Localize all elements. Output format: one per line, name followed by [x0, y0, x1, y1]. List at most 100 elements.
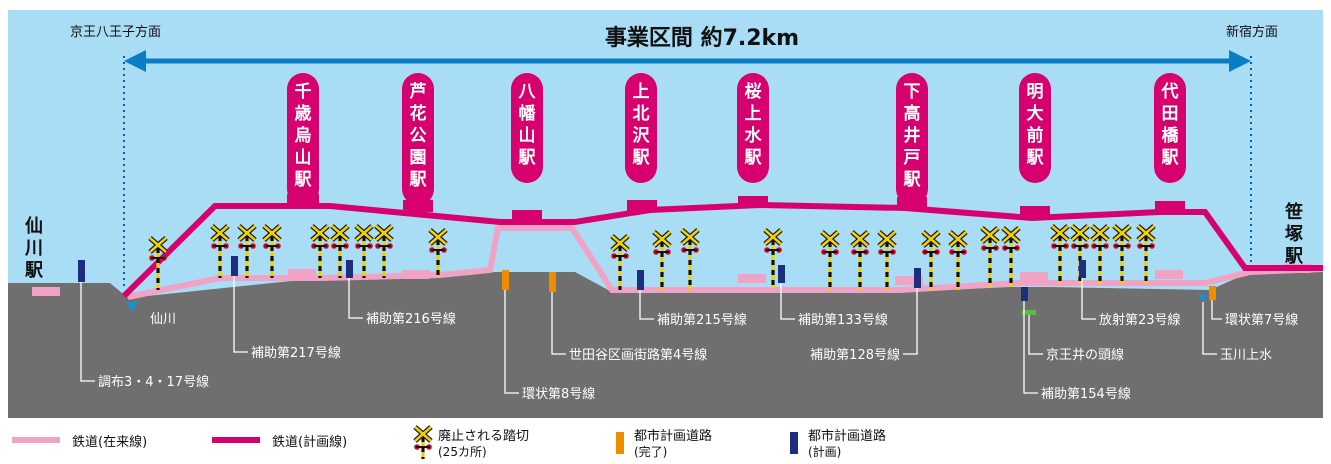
station-capsule-bg: [625, 73, 657, 183]
legend-road-done-swatch: [616, 432, 624, 454]
road-label-tamagawa: 玉川上水: [1220, 348, 1272, 363]
leader-line: [780, 283, 795, 320]
road-label-r128: 補助第128号線: [810, 347, 900, 363]
railroad-crossing-icon: [148, 236, 168, 290]
station-name-char: 歳: [295, 103, 312, 124]
station-name-char: 山: [295, 148, 312, 168]
leader-line: [639, 290, 654, 320]
station-capsule-bg: [402, 73, 434, 205]
road-labels: 仙川 補助第216号線 補助第217号線 調布3・4・17号線 世田谷区画街路第…: [98, 311, 1298, 402]
leader-line: [1081, 278, 1096, 320]
station-name-char: 幡: [519, 103, 537, 124]
station-name-char: 駅: [294, 170, 313, 190]
railroad-crossing-icon: [413, 425, 433, 459]
railroad-crossing-icon: [1090, 224, 1110, 284]
direction-left: 京王八王子方面: [70, 24, 161, 40]
railroad-crossing-icon: [1050, 224, 1070, 284]
leader-line: [1202, 302, 1217, 355]
station-name-char: 八: [519, 82, 537, 102]
station-name-char: 橋: [1162, 125, 1180, 146]
planned-platform: [512, 210, 542, 222]
legend-planned-label: 鉄道(計画線): [272, 434, 347, 450]
road-label-r215: 補助第215号線: [657, 312, 747, 328]
ground: [8, 272, 1323, 418]
railroad-crossing-icon: [948, 230, 968, 290]
railroad-crossing-icon: [428, 228, 448, 276]
planned-platform: [738, 196, 768, 208]
existing-platform: [402, 270, 430, 279]
existing-platform: [288, 269, 316, 278]
station-capsule-bg: [1154, 73, 1186, 183]
station-name-char: 沢: [633, 125, 651, 146]
station-name-char: 上: [633, 82, 650, 102]
railroad-crossing-icon: [330, 224, 350, 278]
station-name-char: 田: [1162, 104, 1179, 124]
planned-platform: [627, 200, 657, 212]
planned-platform: [1020, 206, 1050, 218]
station-name-char: 駅: [1161, 148, 1180, 168]
legend: 鉄道(在来線) 鉄道(計画線) 廃止される踏切 (25カ所) 都市計画道路 (完…: [12, 425, 886, 459]
leader-line: [903, 288, 918, 355]
direction-right: 新宿方面: [1226, 24, 1278, 40]
station-name-char: 前: [1027, 125, 1044, 146]
road-marks: [78, 256, 1216, 315]
station-capsule-bg: [737, 73, 769, 183]
station-name-char: 高: [904, 103, 921, 124]
station-name-char: 駅: [744, 148, 763, 168]
river-mark: [126, 302, 138, 312]
railroad-crossing-icon: [850, 230, 870, 290]
station-name-char: 花: [410, 103, 427, 124]
station-name-char: 上: [745, 104, 762, 124]
railroad-crossing-icon: [210, 224, 230, 278]
existing-platform: [895, 276, 923, 285]
station-capsule-bg: [896, 73, 928, 205]
page-title: 事業区間 約7.2km: [605, 25, 799, 51]
leader-line: [1028, 315, 1043, 355]
legend-road-plan-swatch: [790, 432, 798, 454]
railroad-crossing-icon: [354, 224, 374, 278]
road-plan-mark: [231, 256, 238, 276]
station-name-char: 水: [745, 125, 763, 146]
railroad-crossing-icon: [1070, 224, 1090, 284]
station-name-char: 駅: [903, 170, 922, 190]
road-plan-mark: [637, 270, 644, 290]
road-done-mark: [1209, 286, 1216, 300]
railroad-crossing-icon: [980, 226, 1000, 287]
legend-crossing-icon: [413, 425, 433, 459]
station-name-char: 井: [904, 125, 921, 146]
leader-line: [348, 278, 363, 319]
station-name-char: 公: [410, 126, 427, 146]
legend-road-done-label: 都市計画道路: [634, 428, 712, 444]
span-arrow-right-head: [1229, 50, 1251, 72]
railroad-crossing-icon: [1001, 226, 1021, 287]
road-plan-mark: [778, 265, 785, 283]
road-label-sengawa: 仙川: [150, 312, 176, 327]
road-plan-mark: [346, 260, 353, 278]
station-name-char: 大: [1027, 103, 1044, 124]
station-capsule-bg: [287, 73, 319, 205]
station-name-char: 園: [410, 148, 427, 168]
road-label-kanjo7: 環状第7号線: [1225, 312, 1298, 328]
station-name-char: 駅: [1026, 148, 1045, 168]
legend-existing-swatch: [12, 437, 60, 443]
railroad-crossing-icon: [877, 230, 897, 290]
road-label-r133: 補助第133号線: [798, 312, 888, 328]
leader-lines: [80, 276, 1222, 394]
river-mark: [1198, 294, 1208, 302]
leader-line: [504, 290, 519, 394]
legend-planned-swatch: [212, 437, 260, 443]
railroad-crossing-icon: [1136, 224, 1156, 284]
road-label-setagaya4: 世田谷区画街路第4号線: [569, 347, 707, 363]
leader-line: [551, 292, 566, 355]
railroad-crossing-icon: [374, 224, 394, 278]
legend-road-plan-sub: (計画): [808, 444, 841, 459]
